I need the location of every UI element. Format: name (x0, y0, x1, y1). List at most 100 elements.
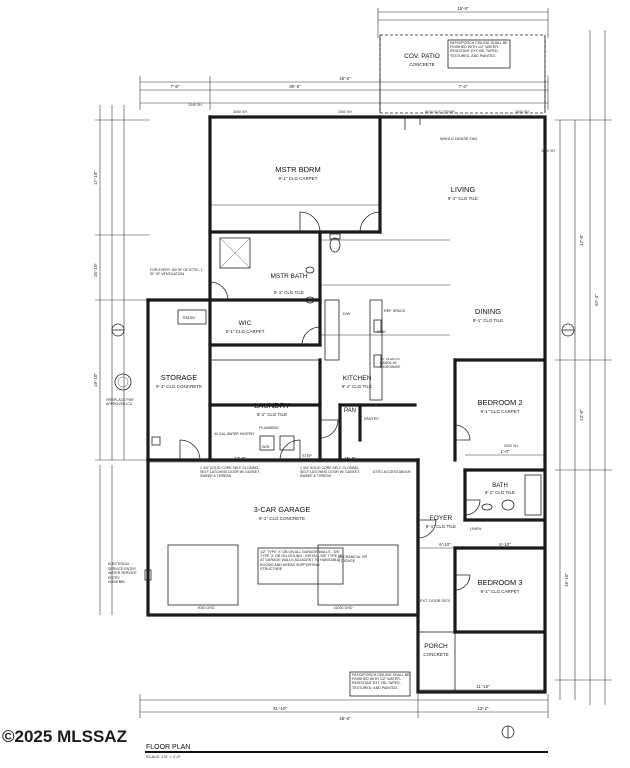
room-laundry-sub: 9'-1" CLG TILE (257, 412, 287, 417)
dishwasher-note: D/W (343, 312, 351, 316)
room-mstr-bdrm-name: MSTR BDRM (275, 165, 320, 174)
mechanical-note: MECHANICAL OR STORAGE (338, 555, 368, 563)
room-patio-name: COV. PATIO (404, 53, 440, 60)
room-wic-name: WIC (239, 320, 252, 327)
window-label-7: 3050 SH (504, 444, 518, 448)
room-dining-name: DINING (475, 307, 501, 316)
window-labels: 3050 SH 3050 SH 8030 SGD (TEMP) 3050 SH … (188, 103, 555, 610)
linen-note: LINEN (470, 527, 481, 531)
pantry-note: PANTRY (364, 417, 380, 421)
attic-ventilation-note: FOR EVERY 150 SF OF ATTIC, 1 SF OF VENTI… (150, 268, 203, 276)
dim-top-overall: 45'-0" (339, 76, 351, 81)
room-mstr-bdrm-sub: 9'-1" CLG CARPET (279, 176, 318, 181)
room-foyer: FOYER 9'-1" CLG TILE (426, 515, 456, 529)
dim-top-b: 30'-0" (289, 84, 301, 89)
step-note: STEP (302, 454, 312, 458)
fixtures (114, 39, 542, 697)
fireplace-note: FIREPLACE PER APPROVED ICC (106, 398, 134, 406)
room-foyer-name: FOYER (430, 515, 453, 522)
room-mstr-bath-sub: 9'-1" CLG TILE (274, 290, 304, 295)
dim-bottom-overall: 45'-0" (339, 716, 351, 721)
dim-patio-width: 15'-0" (457, 6, 469, 11)
room-garage-sub: 9'-1" CLG CONCRETE (259, 516, 305, 521)
room-pan-name: PAN (344, 408, 356, 414)
sink-note: SINK (377, 330, 386, 334)
dim-bottom-b: 13'-2" (477, 706, 489, 711)
dim-right-overall: 67'-4" (594, 294, 599, 306)
shower-note: SHOWER (222, 230, 239, 234)
room-porch-sub: CONCRETE (423, 652, 448, 657)
room-garage: 3-CAR GARAGE 9'-1" CLG CONCRETE (254, 505, 311, 521)
ref-space-note: REF SPACE (384, 309, 406, 313)
window-label-5: 2040 SH (188, 103, 202, 107)
room-wic: WIC 9'-1" CLG CARPET (226, 320, 265, 334)
room-kitchen-sub: 9'-1" CLG TILE (342, 384, 372, 389)
dim-patio-depth: 16'-10" (564, 573, 569, 587)
title-block: FLOOR PLAN SCALE: 1/4" = 1'-0" (145, 744, 548, 759)
room-porch-name: PORCH (424, 643, 448, 650)
plumbing-note: PLUMBING (259, 426, 279, 430)
porch-ceiling-note: PATIO/PORCH CEILING SHALL BE FINISHED WI… (352, 673, 410, 690)
room-foyer-sub: 9'-1" CLG TILE (426, 524, 456, 529)
fire-door-note-b: 1 3/4" SOLID CORE SELF-CLOSING, SELF-LAT… (300, 466, 360, 478)
dimension-lines (95, 8, 612, 739)
room-living-sub: 9'-1" CLG TILE (448, 196, 478, 201)
room-garage-name: 3-CAR GARAGE (254, 505, 311, 514)
room-pan: PAN (344, 408, 356, 414)
patio-ceiling-note: PATIO/PORCH CEILING SHALL BE FINISHED WI… (450, 41, 508, 58)
room-storage-name: STORAGE (161, 373, 198, 382)
dim-porch-a: 11'-10" (476, 684, 490, 689)
dim-top-a: 7'-8" (171, 84, 180, 89)
room-bedroom-2: BEDROOM 2 9'-1" CLG CARPET (477, 398, 522, 414)
trash-note: TRASH (182, 316, 195, 320)
window-label-9: 16050 OHD (334, 606, 353, 610)
attic-access-note: ATTIC ACCESS ABOVE (373, 470, 411, 474)
window-label-1: 3050 SH (233, 110, 247, 114)
room-mstr-bath-name: MSTR BATH (270, 273, 307, 280)
dim-bottom-a: 31'-10" (273, 706, 287, 711)
window-label-4: 3050 SH (515, 110, 529, 114)
room-mstr-bdrm: MSTR BDRM 9'-1" CLG CARPET (275, 165, 320, 181)
window-label-6: 3050 SH (541, 149, 555, 153)
room-living-name: LIVING (451, 185, 476, 194)
room-storage: STORAGE 9'-1" CLG CONCRETE (156, 373, 202, 389)
room-living: LIVING 9'-1" CLG TILE (448, 185, 478, 201)
room-laundry: LAUNDRY 9'-1" CLG TILE (254, 401, 290, 417)
electrical-service-note: ELECTRICAL SERVICE ENTRY (108, 562, 137, 571)
fire-door-note-a: 1 3/4" SOLID CORE SELF-CLOSING, SELF-LAT… (200, 466, 260, 478)
whole-house-fan-note: WHOLE HOUSE FAN (440, 137, 477, 141)
range-note: 30" SLIDE-IN RANGE W/ MICROWAVE (380, 358, 401, 369)
room-bath-sub: 9'-1" CLG TILE (485, 490, 515, 495)
room-kitchen-name: KITCHEN (343, 375, 372, 382)
room-porch: PORCH CONCRETE (423, 643, 448, 657)
doors (179, 117, 481, 591)
dim-foyer-b: 5'-10" (499, 542, 511, 547)
room-bedroom-3-sub: 9'-1" CLG CARPET (481, 589, 520, 594)
dim-left-a: 17'-10" (93, 171, 98, 185)
room-bedroom-3-name: BEDROOM 3 (477, 578, 522, 587)
room-labels: COV. PATIO CONCRETE MSTR BDRM 9'-1" CLG … (156, 53, 522, 657)
dim-porch-b: 1'-0" (501, 449, 510, 454)
dim-left-b: 15'-10" (93, 263, 98, 277)
window-label-8: 9050 OHD (198, 606, 215, 610)
room-bedroom-2-name: BEDROOM 2 (477, 398, 522, 407)
room-mstr-bath: MSTR BATH 9'-1" CLG TILE (270, 273, 307, 295)
watermark: ©2025 MLSSAZ (2, 727, 127, 746)
dim-right-a: 17'-0" (579, 234, 584, 246)
hose-bib-note: HOSE BIB (108, 580, 125, 584)
room-dining-sub: 9'-1" CLG TILE (473, 318, 503, 323)
dim-top-c: 7'-4" (459, 84, 468, 89)
room-wic-sub: 9'-1" CLG CARPET (226, 329, 265, 334)
room-dining: DINING 9'-1" CLG TILE (473, 307, 503, 323)
room-laundry-name: LAUNDRY (254, 401, 290, 410)
room-bath: BATH 9'-1" CLG TILE (485, 483, 515, 495)
drawing-scale: SCALE: 1/4" = 1'-0" (146, 754, 181, 759)
room-patio-sub: CONCRETE (409, 62, 434, 67)
exterior-door-note: EXT. DOOR 3070 (420, 599, 450, 603)
room-bedroom-2-sub: 9'-1" CLG CARPET (481, 409, 520, 414)
water-heater-note: 40 GAL WATER HEATER (214, 432, 254, 436)
drawing-title: FLOOR PLAN (146, 744, 190, 751)
plan-notes: PATIO/PORCH CEILING SHALL BE FINISHED WI… (106, 41, 508, 690)
washer-dryer-note: W/D (262, 445, 270, 449)
